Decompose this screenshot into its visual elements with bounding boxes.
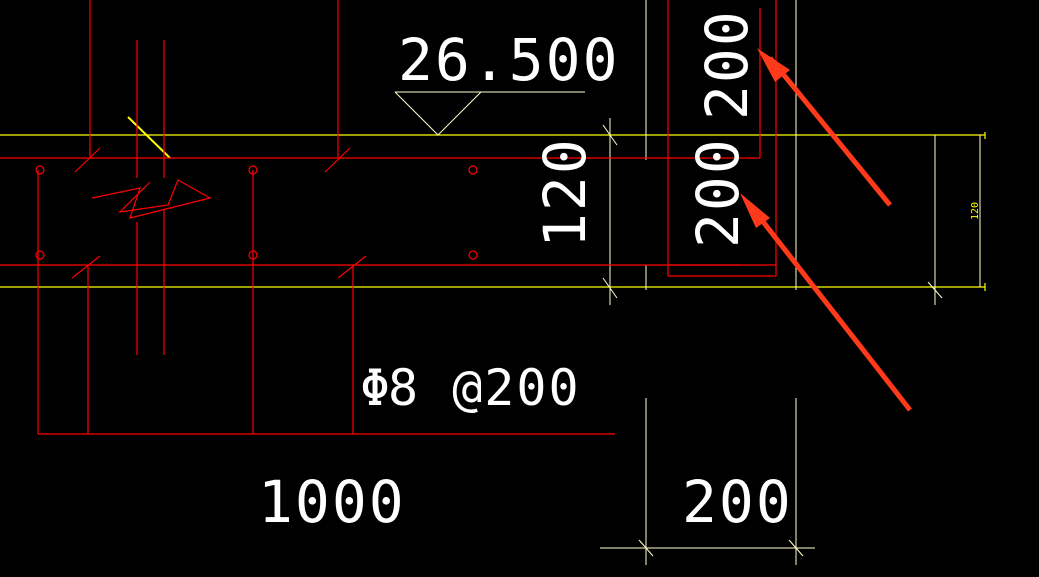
right-dim-small-label: 120 xyxy=(970,202,981,220)
rebar-dot xyxy=(248,250,258,260)
rebar-dot xyxy=(468,165,478,175)
annotation-arrows xyxy=(740,48,912,412)
upper-dim-label: 200 xyxy=(693,9,761,120)
lower-dim-label: 200 xyxy=(684,137,752,248)
arrow-upper xyxy=(768,56,892,207)
width-right-label: 200 xyxy=(682,468,793,536)
rebar-dots xyxy=(35,165,478,260)
rebar-spec-label: 8 @200 xyxy=(388,359,581,417)
slab-thickness-label: 120 xyxy=(531,137,599,248)
rebar-lines xyxy=(0,0,777,435)
rebar-dot xyxy=(35,250,45,260)
arrow-lower xyxy=(748,203,912,412)
rebar-spec-symbol: Φ xyxy=(360,359,392,417)
width-left-label: 1000 xyxy=(258,468,406,536)
arrow-lower-head xyxy=(740,193,770,228)
elevation-label: 26.500 xyxy=(398,26,620,94)
rebar-dot xyxy=(248,165,258,175)
rebar-dot xyxy=(35,165,45,175)
rebar-dot xyxy=(468,250,478,260)
dimension-lines xyxy=(394,0,981,565)
arrow-upper-head xyxy=(757,48,790,82)
